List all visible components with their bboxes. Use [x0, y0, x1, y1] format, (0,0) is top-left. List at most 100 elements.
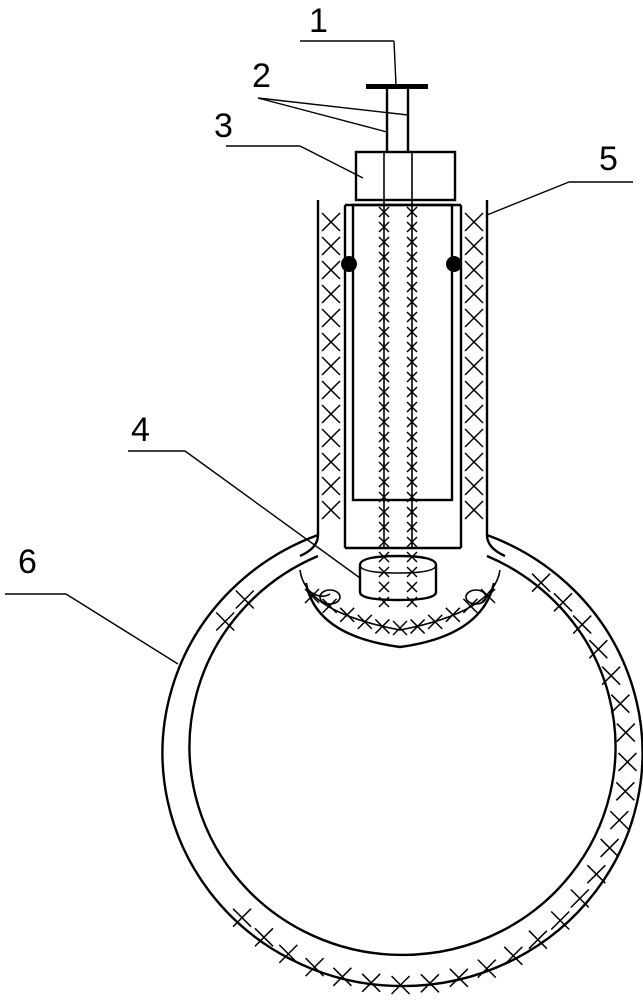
balloon-hatch-mark	[420, 973, 440, 993]
strand-mark	[406, 221, 418, 233]
strand-mark	[378, 386, 390, 398]
sleeve-hatch-mark	[321, 284, 341, 304]
strand-mark	[378, 341, 390, 353]
balloon-hatch-mark	[332, 967, 352, 987]
strand-mark	[406, 266, 418, 278]
strand-mark	[378, 251, 390, 263]
strand-mark	[406, 251, 418, 263]
balloon-hatch-mark	[278, 944, 298, 964]
strand-mark	[406, 326, 418, 338]
twisted-strands	[378, 206, 418, 608]
sleeve-hatch-mark	[464, 500, 484, 520]
pouch-hatch-mark	[322, 598, 338, 614]
strand-mark	[378, 536, 390, 548]
sleeve-hatch-mark	[321, 212, 341, 232]
sleeve-hatch-mark	[464, 356, 484, 376]
sleeve-hatch-mark	[321, 260, 341, 280]
strand-mark	[378, 281, 390, 293]
balloon-hatch-mark	[572, 615, 592, 635]
balloon-hatch-mark	[588, 639, 608, 659]
strand-mark	[378, 521, 390, 533]
balloon-hatch-mark	[232, 908, 252, 928]
pouch-hatch	[304, 588, 496, 636]
balloon-hatch-mark	[391, 975, 411, 995]
callout-4: 4	[131, 411, 150, 449]
strand-mark	[378, 236, 390, 248]
pouch-hatch-mark	[410, 618, 426, 634]
strand-mark	[378, 431, 390, 443]
balloon-hatch	[215, 573, 638, 995]
strand-mark	[406, 581, 418, 593]
strand-mark	[378, 326, 390, 338]
strand-mark	[406, 506, 418, 518]
callout-6: 6	[18, 543, 37, 581]
callout-1: 1	[309, 2, 328, 40]
callout-5: 5	[599, 140, 618, 178]
pouch-hatch-mark	[462, 598, 478, 614]
balloon	[161, 533, 643, 995]
balloon-hatch-mark	[570, 888, 590, 909]
sleeve-hatch-mark	[321, 236, 341, 256]
strand-mark	[378, 476, 390, 488]
pouch-hatch-mark	[392, 620, 408, 636]
balloon-hatch-mark	[531, 573, 551, 593]
syringe-barrel	[351, 203, 454, 502]
pouch-hatch-mark	[339, 607, 355, 623]
callout-2: 2	[252, 57, 271, 95]
balloon-hatch-mark	[254, 927, 274, 947]
sleeve-hatch-mark	[464, 284, 484, 304]
sleeve-hatch-mark	[464, 236, 484, 256]
balloon-hatch-mark	[610, 694, 630, 714]
sleeve-hatch-mark	[464, 332, 484, 352]
sleeve-hatch-mark	[464, 452, 484, 472]
sleeve-hatch-mark	[321, 428, 341, 448]
pouch-hatch-mark	[445, 607, 461, 623]
strand-mark	[406, 206, 418, 218]
strand-mark	[406, 281, 418, 293]
pouch-hatch-mark	[374, 618, 390, 634]
strand-mark	[406, 296, 418, 308]
sleeve-hatch-mark	[321, 476, 341, 496]
strand-mark	[406, 536, 418, 548]
sleeve-hatch-mark	[321, 380, 341, 400]
sleeve-hatch-mark	[321, 356, 341, 376]
pouch-hatch-mark	[480, 588, 496, 604]
sleeve-hatch-mark	[464, 476, 484, 496]
sleeve-hatch-mark	[321, 332, 341, 352]
balloon-hatch-mark	[528, 930, 548, 950]
strand-mark	[406, 491, 418, 503]
strand-mark	[406, 431, 418, 443]
balloon-hatch-mark	[586, 864, 606, 884]
sleeve-hatch-mark	[464, 260, 484, 280]
balloon-hatch-mark	[235, 589, 255, 610]
strand-mark	[378, 416, 390, 428]
strand-mark	[406, 401, 418, 413]
strand-mark	[378, 311, 390, 323]
strand-mark	[406, 356, 418, 368]
strand-mark	[378, 356, 390, 368]
sleeve-hatch-mark	[464, 212, 484, 232]
strand-mark	[406, 311, 418, 323]
sleeve-hatch-mark	[321, 500, 341, 520]
balloon-hatch-mark	[449, 968, 469, 988]
pouch-hatch-mark	[427, 614, 443, 630]
sleeve-hatch	[321, 212, 484, 520]
pouch-hatch-mark	[357, 614, 373, 630]
strand-mark	[378, 401, 390, 413]
strand-mark	[378, 506, 390, 518]
strand-mark	[406, 236, 418, 248]
balloon-hatch-mark	[609, 810, 629, 830]
nozzle	[358, 554, 438, 602]
balloon-hatch-mark	[553, 592, 573, 612]
balloon-hatch-mark	[616, 723, 636, 743]
syringe-cap	[354, 150, 457, 202]
callout-3: 3	[214, 107, 233, 145]
sleeve-hatch-mark	[321, 404, 341, 424]
sleeve-hatch-mark	[321, 308, 341, 328]
sleeve-hatch-mark	[321, 452, 341, 472]
strand-mark	[406, 386, 418, 398]
strand-mark	[378, 446, 390, 458]
balloon-hatch-mark	[305, 957, 325, 977]
outer-sleeve	[316, 200, 489, 550]
